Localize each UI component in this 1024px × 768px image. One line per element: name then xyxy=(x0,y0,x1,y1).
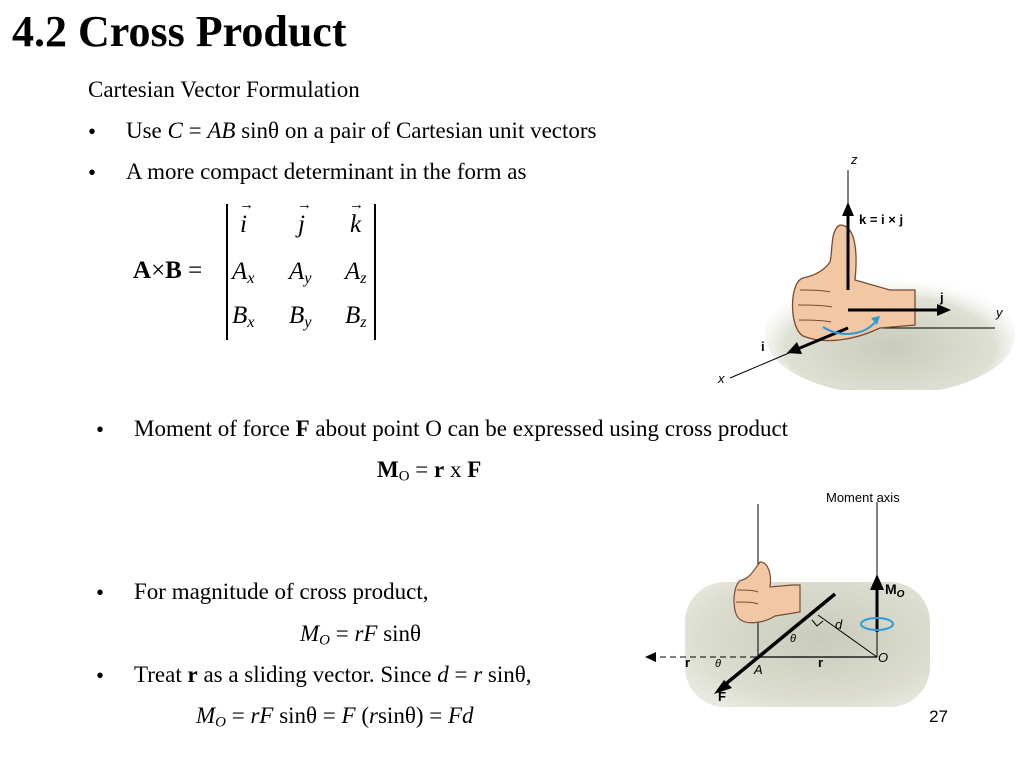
label-theta-2: θ xyxy=(715,658,721,670)
det-lhs: A×B = xyxy=(133,257,203,284)
bullet-determinant: A more compact determinant in the form a… xyxy=(126,159,527,184)
equation-mo-final: MO = rF sinθ = F (rsinθ) = Fd xyxy=(196,703,474,731)
det-cell-by: By xyxy=(289,302,312,332)
label-moment-axis: Moment axis xyxy=(826,490,900,505)
label-z: z xyxy=(850,152,858,167)
det-cell-i: →i xyxy=(239,197,254,238)
bullet-use-formula: Use C = AB sinθ on a pair of Cartesian u… xyxy=(126,118,597,143)
det-cell-j: →j xyxy=(297,197,312,238)
bullet-moment-of-force: Moment of force F about point O can be e… xyxy=(134,416,789,441)
rotation-arrow xyxy=(860,617,894,631)
det-left-bar xyxy=(226,204,228,340)
label-i: i xyxy=(761,339,765,354)
force-line xyxy=(720,592,837,689)
bullet-dot: • xyxy=(96,663,105,688)
det-right-bar xyxy=(374,204,376,340)
page-number: 27 xyxy=(929,707,948,726)
curl-arrowhead xyxy=(871,316,880,325)
label-mo: MO xyxy=(885,581,905,600)
hand-shape xyxy=(733,561,801,624)
det-cell-ay: Ay xyxy=(289,258,312,288)
label-theta-1: θ xyxy=(790,633,796,645)
bullet-sliding-vector: Treat r as a sliding vector. Since d = r… xyxy=(134,662,532,687)
k-arrowhead xyxy=(842,202,854,216)
bullet-magnitude: For magnitude of cross product, xyxy=(134,579,429,604)
finger-lines xyxy=(735,589,759,605)
label-x: x xyxy=(717,371,725,386)
label-r-dashed: r xyxy=(685,655,690,670)
label-f: F xyxy=(718,689,726,704)
moment-axis-figure: Moment axis MO θ d r θ A r O F xyxy=(645,490,930,707)
label-j: j xyxy=(939,290,944,305)
mo-arrowhead xyxy=(870,574,884,590)
section-subtitle: Cartesian Vector Formulation xyxy=(88,77,360,102)
d-line xyxy=(817,614,878,658)
bullet-dot: • xyxy=(96,580,105,605)
equation-mo-cross: MO = r x F xyxy=(377,457,482,485)
label-y: y xyxy=(995,305,1004,320)
bullet-dot: • xyxy=(88,119,97,144)
label-r: r xyxy=(818,655,823,670)
equation-mo-magnitude: MO = rF sinθ xyxy=(300,621,422,649)
bullet-dot: • xyxy=(96,417,105,442)
label-a: A xyxy=(753,662,763,677)
r-dashed-arrowhead xyxy=(645,652,656,662)
slide-title: 4.2 Cross Product xyxy=(12,7,347,56)
i-arrowhead xyxy=(787,342,802,354)
label-o: O xyxy=(878,650,888,665)
right-hand-rule-figure: z k = i × j j y i x xyxy=(717,152,1015,390)
force-arrowhead xyxy=(714,680,732,694)
det-cell-az: Az xyxy=(345,258,367,288)
label-k-equals-i-cross-j: k = i × j xyxy=(859,212,903,227)
det-cell-bz: Bz xyxy=(345,302,367,332)
det-cell-bx: Bx xyxy=(232,302,255,332)
bullet-dot: • xyxy=(88,160,97,185)
right-angle-mark xyxy=(811,619,824,627)
det-cell-k: →k xyxy=(349,197,364,238)
curl-arrow xyxy=(822,319,878,335)
hand-shape xyxy=(791,224,916,342)
label-d: d xyxy=(835,617,843,632)
det-cell-ax: Ax xyxy=(232,258,255,288)
finger-lines xyxy=(797,289,833,323)
j-arrowhead xyxy=(937,304,951,316)
i-vector xyxy=(794,326,849,352)
